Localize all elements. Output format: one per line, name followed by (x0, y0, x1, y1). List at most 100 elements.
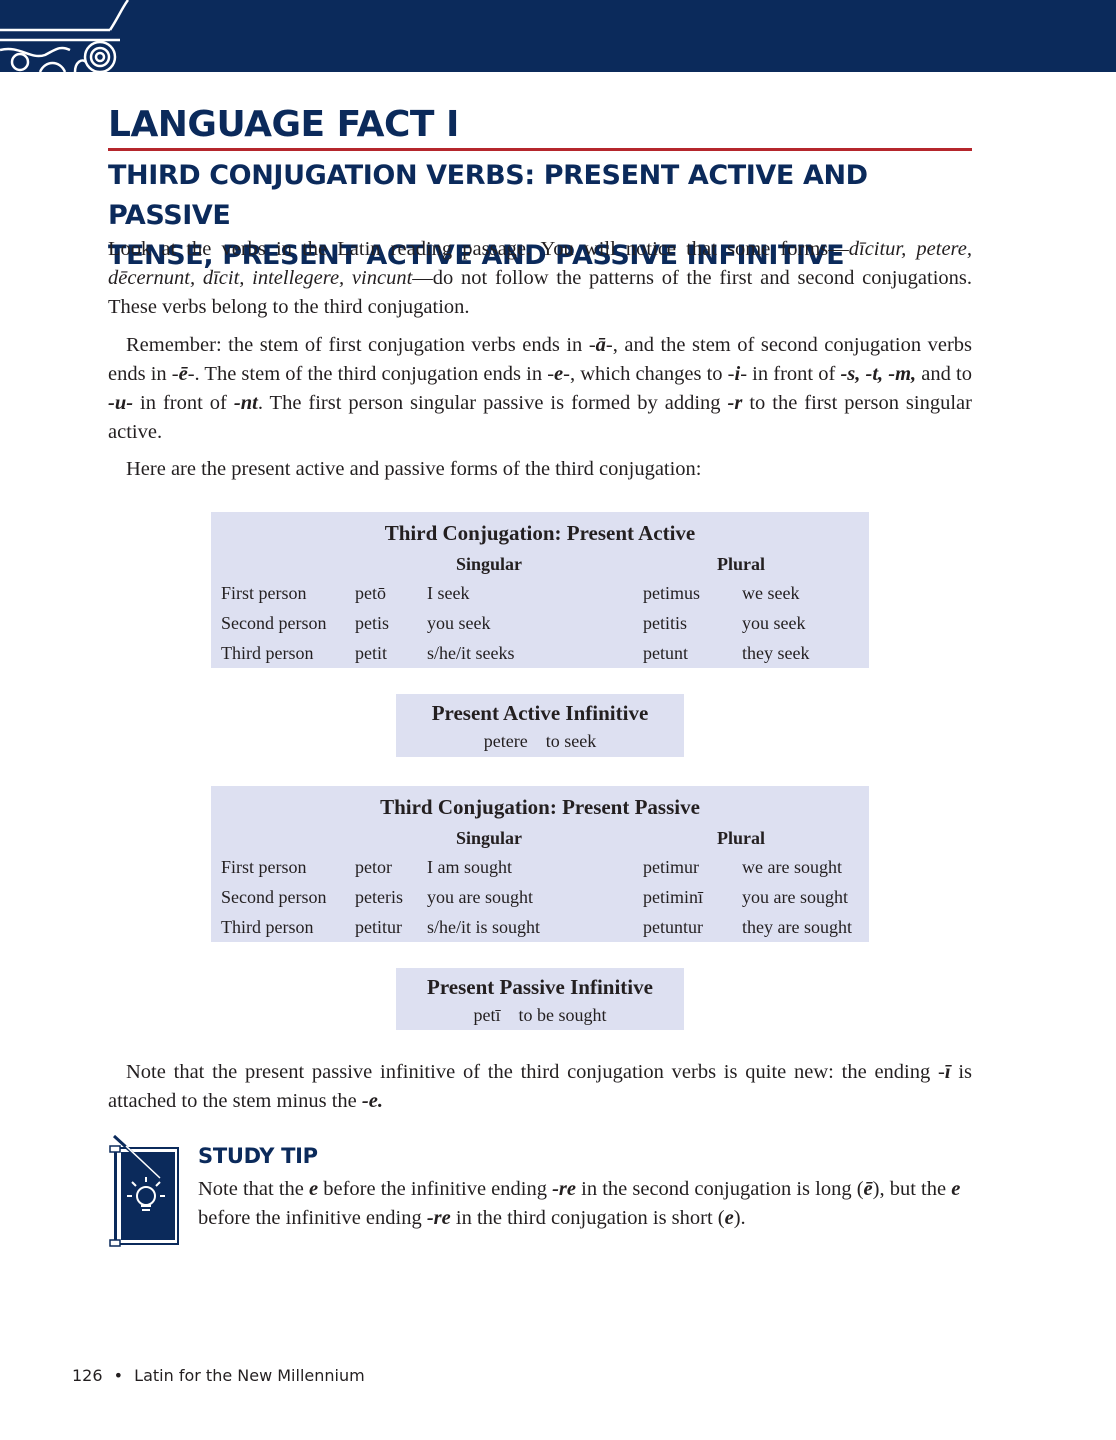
infinitive-english: to be sought (518, 1005, 607, 1025)
table-row: Second person petis you seek petitis you… (211, 608, 869, 638)
emphasis: i (734, 363, 741, 385)
text-run: . The first person singular passive is f… (257, 392, 728, 414)
text-run: before the infinitive ending (198, 1207, 427, 1229)
english-cell: we seek (742, 582, 800, 603)
latin-cell: petis (355, 612, 389, 633)
text-run: -, and the stem of second conjugation ve… (108, 334, 972, 385)
latin-cell: petit (355, 642, 387, 663)
empty-header (211, 824, 345, 852)
page-footer: 126 • Latin for the New Millennium (72, 1366, 365, 1385)
person-cell: Second person (221, 612, 327, 633)
english-cell: we are sought (742, 856, 842, 877)
emphasis: ē (863, 1178, 873, 1200)
text-run: to the first person singular active. (108, 392, 972, 443)
text-run: before the infinitive ending (318, 1178, 553, 1200)
text-run: ). (733, 1207, 746, 1229)
latin-cell: petimur (643, 856, 699, 877)
latin-cell: petunt (643, 642, 688, 663)
english-cell: they are sought (742, 916, 852, 937)
subtitle-line-2: TENSE, PRESENT ACTIVE AND PASSIVE INFINI… (108, 240, 845, 271)
text-run: in the third conjugation is short ( (450, 1207, 725, 1229)
infinitive-english: to seek (545, 731, 597, 751)
person-cell: Third person (221, 916, 314, 937)
english-cell: I seek (427, 582, 470, 603)
emphasis: -re (426, 1207, 451, 1229)
verb-examples: dīcitur, petere, dēcernunt, dīcit, intel… (108, 238, 972, 289)
book-title: Latin for the New Millennium (134, 1366, 365, 1385)
person-cell: Second person (221, 886, 327, 907)
english-cell: s/he/it seeks (427, 642, 515, 663)
emphasis: ā (595, 334, 606, 356)
paragraph-stems: Remember: the stem of first conjugation … (108, 331, 972, 447)
footer-separator: • (113, 1366, 124, 1385)
paragraph-note: Note that the present passive infinitive… (108, 1058, 972, 1116)
text-run: Remember: the stem of first conjugation … (126, 334, 596, 356)
latin-cell: petimus (643, 582, 700, 603)
english-cell: you seek (742, 612, 806, 633)
singular-header: Singular (455, 827, 523, 848)
emphasis: -r (727, 392, 743, 414)
latin-cell: petitur (355, 916, 402, 937)
english-cell: you are sought (742, 886, 848, 907)
english-cell: they seek (742, 642, 810, 663)
present-passive-table: Third Conjugation: Present Passive Singu… (211, 786, 869, 942)
page-number: 126 (72, 1366, 103, 1385)
english-cell: you seek (427, 612, 491, 633)
text-run: in the second conjugation is long ( (576, 1178, 864, 1200)
emphasis: -e. (361, 1090, 383, 1112)
emphasis: -u- (108, 392, 134, 414)
table-row: Third person petit s/he/it seeks petunt … (211, 638, 869, 668)
paragraph-intro: Look at the verbs in the Latin reading p… (108, 235, 972, 322)
infinitive-latin: petī (473, 1005, 501, 1025)
infinitive-title: Present Passive Infinitive (427, 975, 653, 999)
empty-header (211, 550, 345, 578)
text-run: Look at the verbs in the Latin reading p… (108, 238, 849, 260)
text-run: —do not follow the patterns of the first… (108, 267, 973, 318)
ionic-capital-icon (0, 0, 130, 72)
top-banner (0, 0, 1116, 72)
text-run: -, which changes to - (563, 363, 735, 385)
table-title: Third Conjugation: Present Passive (380, 794, 700, 819)
text-run: -. The stem of the third conjugation end… (187, 363, 555, 385)
subtitle-line-1: THIRD CONJUGATION VERBS: PRESENT ACTIVE … (108, 160, 868, 231)
emphasis: -nt (233, 392, 258, 414)
present-active-table: Third Conjugation: Present Active Singul… (211, 512, 869, 668)
table-row: Second person peteris you are sought pet… (211, 882, 869, 912)
plural-header: Plural (717, 553, 765, 574)
latin-cell: petuntur (643, 916, 703, 937)
english-cell: I am sought (427, 856, 512, 877)
latin-cell: petō (355, 582, 386, 603)
text-run: and to (916, 363, 972, 385)
emphasis: ī (944, 1061, 951, 1083)
latin-cell: petor (355, 856, 392, 877)
emphasis: e (554, 363, 564, 385)
text-run: - in front of (740, 363, 841, 385)
latin-cell: peteris (355, 886, 403, 907)
plural-header: Plural (717, 827, 765, 848)
study-tip-title: STUDY TIP (198, 1144, 318, 1168)
text-run: Note that the (198, 1178, 310, 1200)
english-cell: s/he/it is sought (427, 916, 541, 937)
emphasis: e (724, 1207, 734, 1229)
table-row: First person petor I am sought petimur w… (211, 852, 869, 882)
person-cell: First person (221, 582, 307, 603)
person-cell: Third person (221, 642, 314, 663)
study-tip-text: Note that the e before the infinitive en… (198, 1175, 972, 1233)
infinitive-title: Present Active Infinitive (431, 701, 649, 725)
emphasis: -s, -t, -m, (840, 363, 917, 385)
emphasis: e (309, 1178, 319, 1200)
emphasis: e (951, 1178, 961, 1200)
lightbulb-scroll-icon (109, 1134, 179, 1247)
passive-infinitive-box: Present Passive Infinitive petī to be sou… (396, 968, 684, 1030)
text-run: is attached to the stem minus the (108, 1061, 972, 1112)
latin-cell: petitis (643, 612, 687, 633)
paragraph-lead-in: Here are the present active and passive … (126, 458, 702, 480)
person-cell: First person (221, 856, 307, 877)
singular-header: Singular (455, 553, 523, 574)
emphasis: ē (178, 363, 188, 385)
latin-cell: petiminī (643, 886, 703, 907)
table-title: Third Conjugation: Present Active (384, 520, 696, 545)
text-run: Note that the present passive infinitive… (126, 1061, 945, 1083)
